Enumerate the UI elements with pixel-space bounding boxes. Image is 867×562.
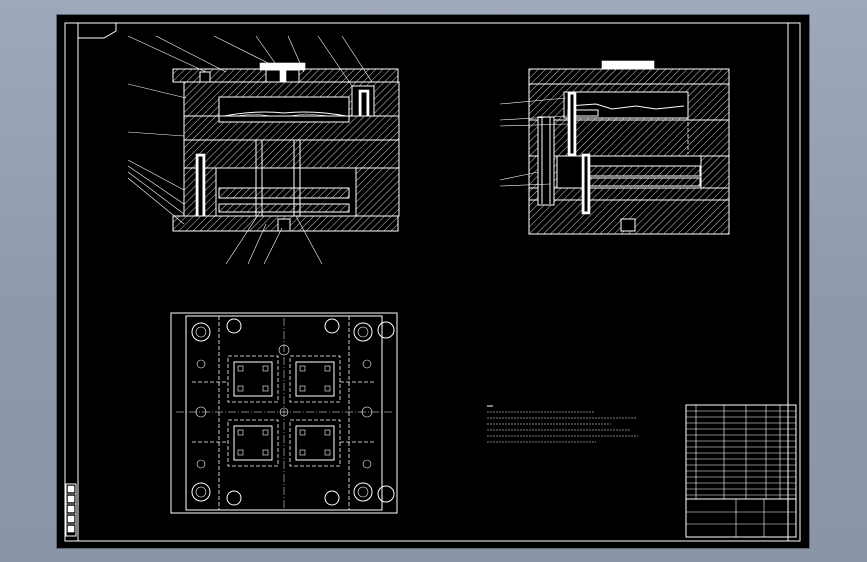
guide-pillar-circles <box>191 318 395 506</box>
edge-zone-marks <box>65 483 77 537</box>
cavity-outlines <box>192 355 376 467</box>
main-section-view[interactable] <box>127 35 400 265</box>
parts-list-title-block[interactable] <box>685 404 797 538</box>
mold-assembly-drawing <box>64 22 801 542</box>
drawing-viewport[interactable] <box>56 14 810 549</box>
technical-notes <box>487 405 638 443</box>
plan-view[interactable] <box>170 312 398 514</box>
sheet-frame <box>64 22 801 542</box>
side-section-view[interactable] <box>499 60 730 235</box>
